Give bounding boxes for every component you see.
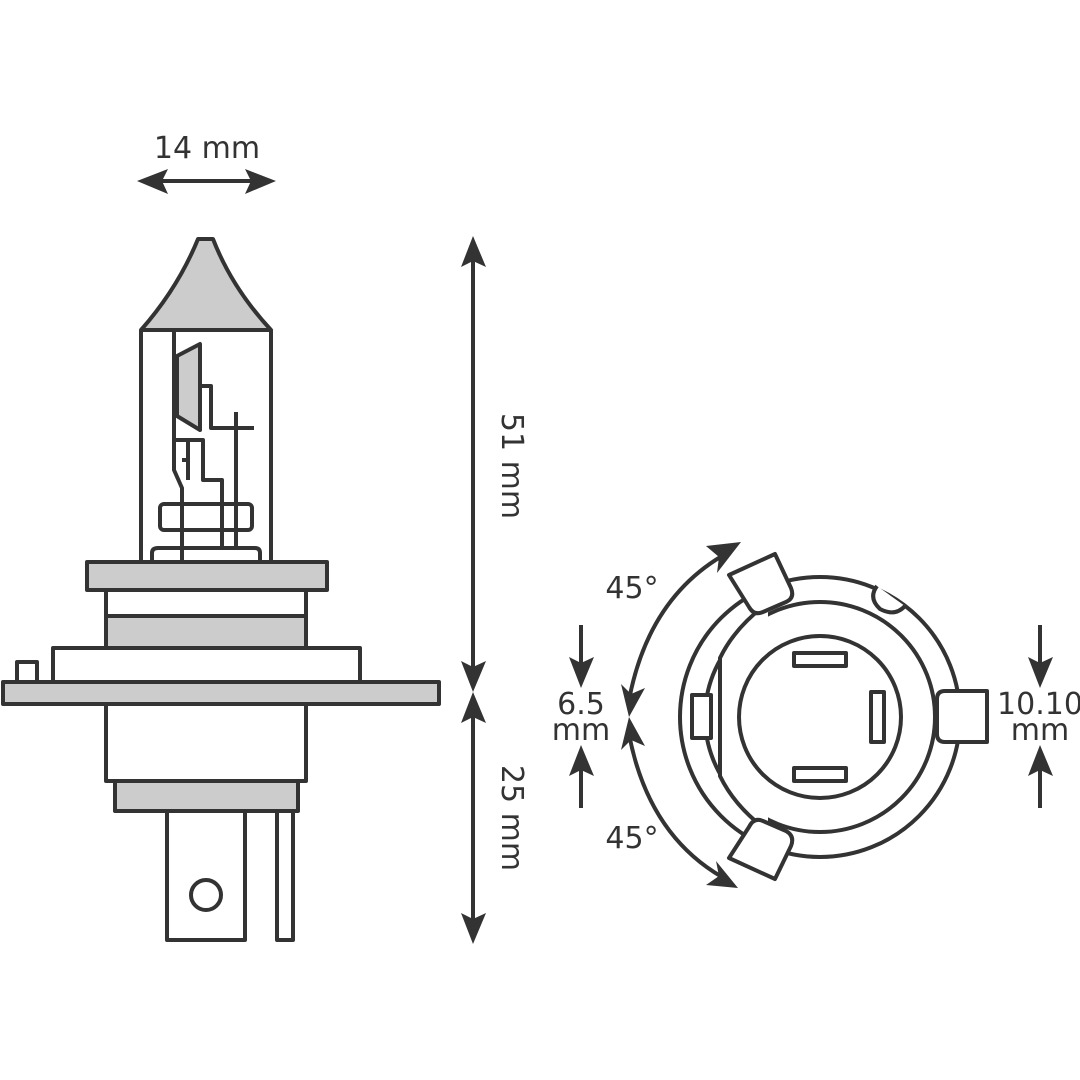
height-lower-arrow-bottom: [461, 913, 486, 944]
neck-upper: [104, 588, 308, 618]
height-upper-label: 51 mm: [494, 413, 529, 519]
bulb-glass: [139, 328, 273, 562]
base-plate: [1, 680, 441, 706]
filament-support: [150, 546, 262, 562]
lower-tab: [727, 817, 795, 881]
dimension-height: 51 mm 25 mm: [461, 236, 529, 944]
width-arrow-right: [245, 169, 276, 194]
height-lower-label: 25 mm: [494, 765, 529, 871]
filament-bracket: [158, 502, 254, 532]
collar: [51, 646, 362, 684]
connector-pin-small: [275, 809, 295, 942]
angle-arc-bottom-arrow-start: [621, 717, 645, 750]
dimension-width: 14 mm: [137, 131, 276, 194]
socket-pin-left: [690, 693, 713, 740]
angle-arc-top-arrow-start: [621, 684, 645, 717]
offset-right-arrow-top: [1028, 657, 1053, 688]
pin-hole: [189, 878, 223, 912]
offset-right-arrow-bottom: [1028, 745, 1053, 776]
socket-pin-top: [792, 651, 848, 668]
angle-bottom-label: 45°: [605, 821, 658, 856]
height-lower-arrow-top: [461, 692, 486, 723]
offset-right-value: 10.10: [997, 687, 1080, 722]
ring-notch: [871, 584, 907, 615]
socket-bottom-view: 45° 45° 6.5 mm 10.10 mm: [552, 542, 1080, 888]
upper-flange: [85, 560, 329, 592]
base-chord: [718, 601, 770, 833]
angle-arc-bottom-arrow-end: [706, 861, 738, 888]
side-tab: [15, 660, 39, 684]
bulb-side-view: [1, 237, 441, 942]
socket-pin-bottom: [792, 766, 848, 783]
upper-tab: [727, 552, 795, 616]
lower-body: [104, 702, 308, 783]
angle-top-label: 45°: [605, 571, 658, 606]
right-tab: [935, 689, 989, 744]
offset-left-arrow-top: [569, 657, 594, 688]
angle-arc-top: [627, 554, 724, 701]
neck-grey: [104, 614, 308, 650]
lower-ring: [113, 779, 300, 813]
offset-left-arrow-bottom: [569, 745, 594, 776]
angle-arc-bottom: [627, 733, 724, 879]
width-label: 14 mm: [154, 131, 260, 166]
offset-right-unit: mm: [1011, 713, 1069, 748]
offset-left-value: 6.5: [557, 687, 605, 722]
bulb-tip: [139, 237, 273, 332]
connector-pin-large: [165, 809, 247, 942]
offset-left-unit: mm: [552, 713, 610, 748]
height-upper-arrow-bottom: [461, 661, 486, 692]
socket-pin-right: [869, 690, 886, 744]
angle-arc-top-arrow-end: [706, 542, 741, 573]
width-arrow-left: [137, 169, 168, 194]
filament-shield: [175, 342, 202, 432]
internal-wires: [172, 330, 254, 562]
core-circle: [737, 634, 903, 800]
height-upper-arrow-top: [461, 236, 486, 267]
